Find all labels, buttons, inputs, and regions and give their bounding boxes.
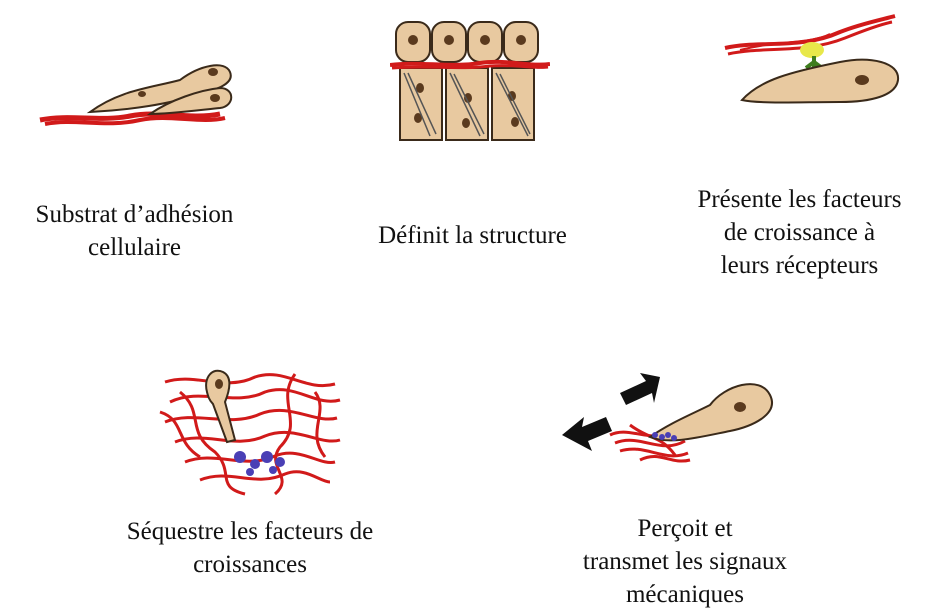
caption-mechano: Perçoit et transmet les signaux mécaniqu… <box>535 512 835 611</box>
growth-factor-presentation-illustration <box>720 10 900 110</box>
caption-sequestration: Séquestre les facteurs de croissances <box>80 515 420 581</box>
caption-presentation: Présente les facteurs de croissance à le… <box>672 183 927 282</box>
caption-adhesion: Substrat d’adhésion cellulaire <box>2 198 267 264</box>
mechanical-signal-illustration <box>560 365 780 485</box>
caption-structure: Définit la structure <box>340 219 605 252</box>
cell-adhesion-illustration <box>30 50 260 140</box>
growth-factor-sequestration-illustration <box>155 362 345 502</box>
tissue-structure-illustration <box>390 18 550 148</box>
